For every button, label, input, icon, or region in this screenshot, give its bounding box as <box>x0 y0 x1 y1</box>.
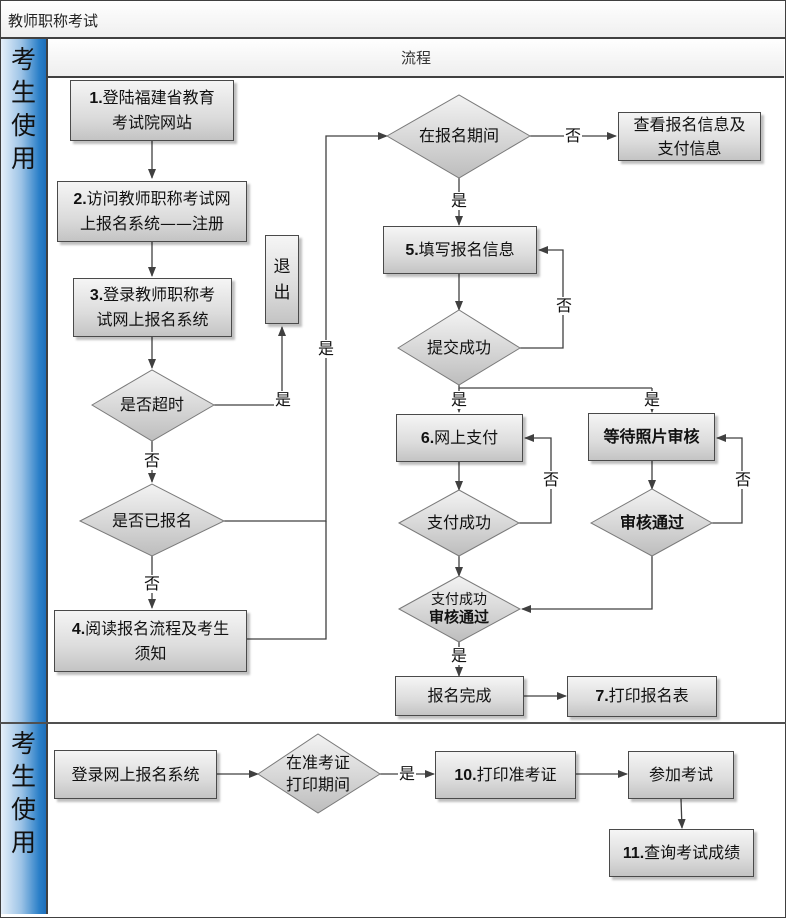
lane-1-char-3: 使 <box>10 111 36 140</box>
node-step1[interactable]: 1.登陆福建省教育考试院网站 <box>70 80 234 141</box>
edge-label-timeout-yes: 是 <box>274 390 293 409</box>
step6-text: 网上支付 <box>434 427 499 447</box>
node-step7[interactable]: 7.打印报名表 <box>567 676 717 717</box>
node-step11[interactable]: 11.查询考试成绩 <box>609 829 754 877</box>
step5-number: 5. <box>405 241 419 259</box>
in-period-label[interactable]: 在报名期间 <box>418 126 499 145</box>
step3-text-2: 试网上报名系统 <box>96 310 209 329</box>
step4-number: 4. <box>71 620 86 638</box>
node-step10[interactable]: 10.打印准考证 <box>435 751 576 799</box>
admit-period-label[interactable]: 在准考证 打印期间 <box>270 752 366 796</box>
node-step3[interactable]: 3.登录教师职称考试网上报名系统 <box>73 278 232 337</box>
node-done[interactable]: 报名完成 <box>395 676 524 716</box>
combined-line-1: 支付成功 <box>431 592 487 608</box>
diagram-title: 教师职称考试 <box>8 12 99 30</box>
step2-text-1: 访问教师职称考试网 <box>86 189 231 208</box>
lane-1-char-2: 生 <box>10 78 36 107</box>
lane-2-char-1: 考 <box>10 729 36 758</box>
edge-label-review-no: 否 <box>734 470 753 489</box>
node-wait-photo[interactable]: 等待照片审核 <box>588 413 715 461</box>
edge-label-combined-yes: 是 <box>450 646 469 665</box>
wait-photo-text: 等待照片审核 <box>603 427 700 446</box>
node-step6[interactable]: 6.网上支付 <box>396 414 523 462</box>
attend-text: 参加考试 <box>648 765 713 784</box>
step5-text: 填写报名信息 <box>418 239 515 259</box>
admit-period-line-2: 打印期间 <box>285 775 350 794</box>
step1-number: 1. <box>89 90 103 107</box>
edge-attend-step11 <box>677 798 686 829</box>
step4-text-2: 须知 <box>134 643 167 663</box>
step4-text-1: 阅读报名流程及考生 <box>85 618 230 638</box>
step1-text-2: 考试院网站 <box>111 113 192 132</box>
step2-number: 2. <box>73 191 87 208</box>
pay-ok-label[interactable]: 支付成功 <box>426 513 491 532</box>
login2-text: 登录网上报名系统 <box>71 764 200 784</box>
combined-label[interactable]: 支付成功 审核通过 <box>405 591 513 627</box>
view-info-text-1: 查看报名信息及 <box>633 114 746 134</box>
node-step2[interactable]: 2.访问教师职称考试网上报名系统——注册 <box>57 181 247 242</box>
edge-label-submit-yes-right: 是 <box>643 390 662 409</box>
edge-label-submit-no: 否 <box>555 296 574 315</box>
lane-header-2: 考 生 使 用 <box>1 724 48 914</box>
edge-label-period-yes: 是 <box>450 191 469 210</box>
step11-number: 11. <box>622 844 645 862</box>
submit-ok-label[interactable]: 提交成功 <box>426 338 491 357</box>
node-exit[interactable]: 退 出 <box>265 235 299 324</box>
lane-2-char-2: 生 <box>10 762 36 791</box>
lane-2-char-4: 用 <box>10 828 36 857</box>
diamond-admit-period <box>257 733 381 814</box>
lane-header-1: 考 生 使 用 <box>1 39 48 722</box>
step6-number: 6. <box>420 429 435 447</box>
node-login2[interactable]: 登录网上报名系统 <box>54 750 217 799</box>
step1-text-1: 登陆福建省教育 <box>102 88 215 107</box>
edge-label-timeout-no: 否 <box>143 451 162 470</box>
diamond-submit-ok <box>397 309 521 386</box>
step3-number: 3. <box>89 287 104 304</box>
node-view-info[interactable]: 查看报名信息及支付信息 <box>618 112 761 161</box>
lane-1-char-1: 考 <box>10 45 36 74</box>
lane-1-char-4: 用 <box>10 144 36 173</box>
step11-text: 查询考试成绩 <box>644 842 741 862</box>
edge-label-period-no: 否 <box>564 126 583 145</box>
diamond-review-ok <box>589 488 714 557</box>
admit-period-line-1: 在准考证 <box>285 753 350 772</box>
column-header: 流程 <box>48 39 784 78</box>
edge-label-registered-yes: 是 <box>317 339 336 358</box>
step7-text: 打印报名表 <box>608 686 689 705</box>
step10-text: 打印准考证 <box>476 764 557 784</box>
review-ok-label[interactable]: 审核通过 <box>619 513 684 532</box>
node-step4[interactable]: 4.阅读报名流程及考生须知 <box>54 610 247 672</box>
edge-step4-period <box>247 521 327 640</box>
lane-2-char-3: 使 <box>10 795 36 824</box>
edge-timeout-exit <box>214 326 286 406</box>
edge-submit-split <box>458 385 652 389</box>
registered-label[interactable]: 是否已报名 <box>111 511 192 530</box>
edge-registered-period <box>224 132 388 522</box>
diamond-timeout <box>91 369 216 442</box>
column-header-label: 流程 <box>400 49 431 67</box>
step10-number: 10. <box>454 766 477 784</box>
diamond-combined <box>397 575 522 643</box>
step3-text-1: 登录教师职称考 <box>103 285 216 304</box>
exit-text-1: 退 <box>273 256 291 277</box>
combined-line-2: 审核通过 <box>428 608 489 626</box>
diamond-in-period <box>385 94 531 179</box>
diamond-registered <box>78 483 226 557</box>
timeout-label[interactable]: 是否超时 <box>119 395 184 414</box>
edge-label-admit-yes: 是 <box>398 764 417 783</box>
node-attend[interactable]: 参加考试 <box>628 751 734 799</box>
edge-label-pay-no: 否 <box>542 470 561 489</box>
step7-number: 7. <box>595 688 609 705</box>
step2-text-2: 上报名系统——注册 <box>79 214 224 233</box>
node-step5[interactable]: 5.填写报名信息 <box>383 226 537 274</box>
lane-divider <box>0 722 786 724</box>
edge-review-combined <box>521 556 653 613</box>
title-bar: 教师职称考试 <box>1 1 785 39</box>
view-info-text-2: 支付信息 <box>657 138 722 158</box>
diamond-pay-ok <box>397 489 521 557</box>
exit-text-2: 出 <box>273 282 291 303</box>
edge-label-registered-no: 否 <box>143 574 162 593</box>
edge-label-submit-yes-left: 是 <box>450 390 469 409</box>
done-text: 报名完成 <box>427 686 492 705</box>
